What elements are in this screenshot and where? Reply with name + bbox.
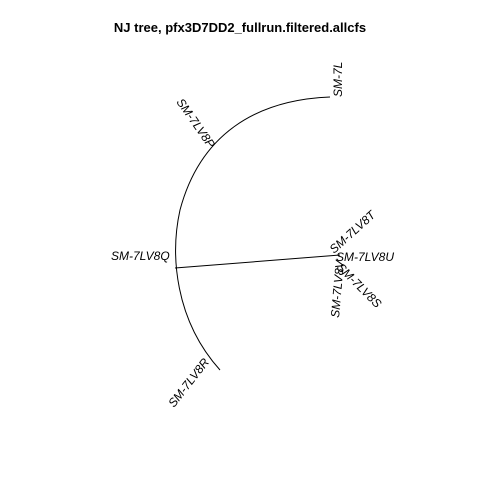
tip-label-sm-7lv8t: SM-7LV8T	[327, 207, 380, 256]
tip-label-sm-7lv8q: SM-7LV8Q	[111, 249, 170, 263]
tip-label-sm-7l: SM-7L	[331, 62, 345, 97]
tip-label-sm-7lv8u: SM-7LV8U	[336, 250, 394, 264]
tree-internal-branch	[174, 254, 341, 269]
tip-label-sm-7lv8p: SM-7LV8P	[174, 96, 218, 151]
tip-label-sm-7lv8v: SM-7LV8V	[328, 259, 347, 318]
tip-label-sm-7lv8r: SM-7LV8R	[165, 355, 212, 410]
plot-title: NJ tree, pfx3D7DD2_fullrun.filtered.allc…	[113, 20, 367, 35]
tree-arc-branch	[175, 96, 331, 371]
